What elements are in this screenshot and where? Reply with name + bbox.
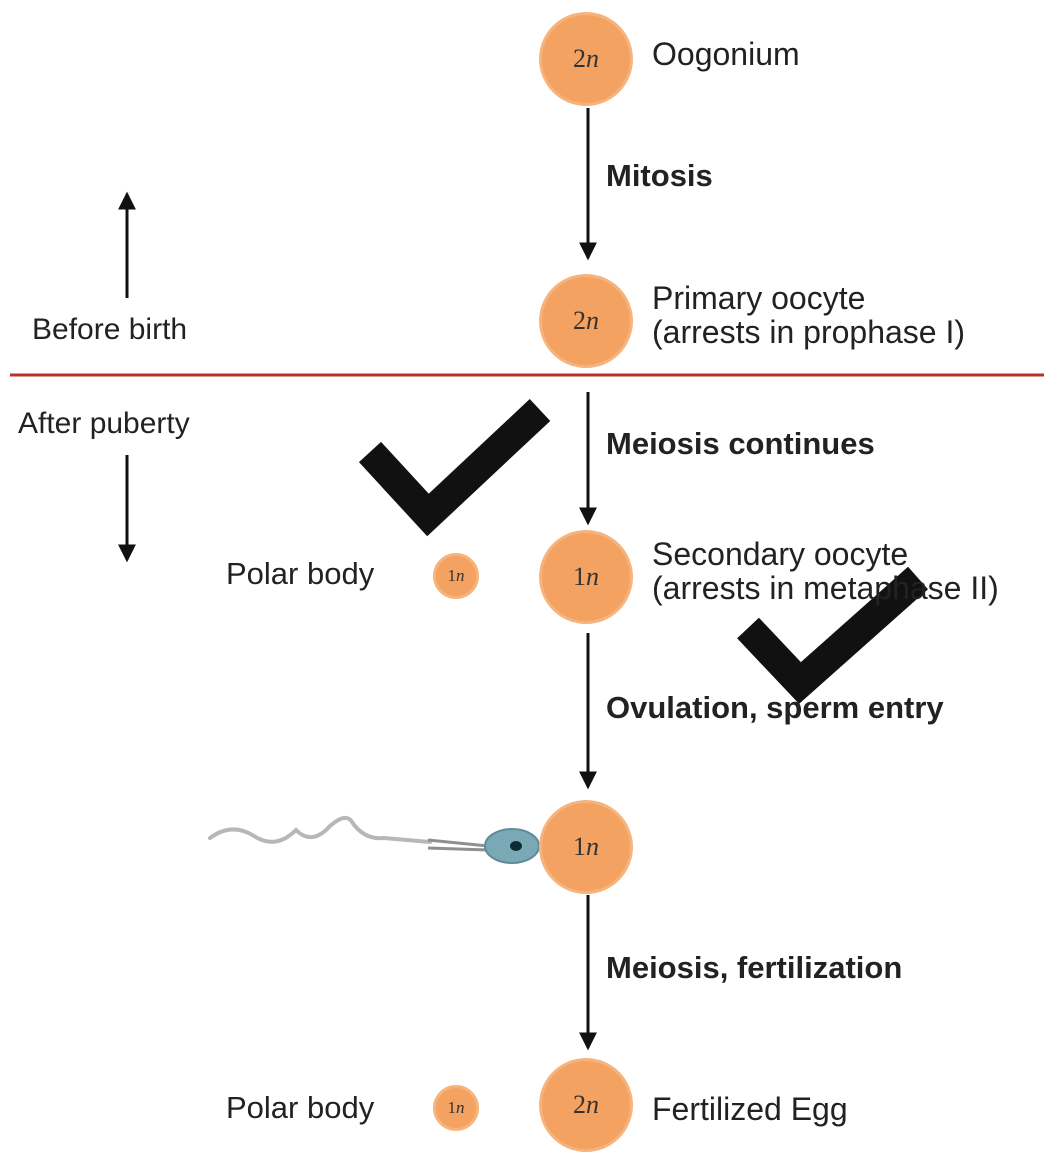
secondary-oocyte-label: Secondary oocyte (arrests in metaphase I… [652, 538, 999, 605]
fertilized-egg-label: Fertilized Egg [652, 1093, 848, 1127]
checkmark-icon [370, 410, 540, 515]
polar-body-cell: 1n [433, 553, 479, 599]
primary-oocyte-label: Primary oocyte (arrests in prophase I) [652, 282, 965, 349]
transition-ovulation-label: Ovulation, sperm entry [606, 692, 944, 725]
primary-oocyte-cell: 2n [539, 274, 633, 368]
before-birth-label: Before birth [32, 314, 187, 346]
sperm-icon [210, 818, 539, 863]
oogonium-cell: 2n [539, 12, 633, 106]
ovulated-oocyte-cell: 1n [539, 800, 633, 894]
fertilized-egg-cell: 2n [539, 1058, 633, 1152]
after-puberty-label: After puberty [18, 408, 190, 440]
polar-body-label: Polar body [226, 1092, 374, 1125]
oogonium-label: Oogonium [652, 38, 800, 72]
transition-meiosis-continues-label: Meiosis continues [606, 428, 875, 461]
polar-body-cell: 1n [433, 1085, 479, 1131]
transition-mitosis-label: Mitosis [606, 160, 713, 193]
secondary-oocyte-cell: 1n [539, 530, 633, 624]
transition-fertilization-label: Meiosis, fertilization [606, 952, 902, 985]
polar-body-label: Polar body [226, 558, 374, 591]
